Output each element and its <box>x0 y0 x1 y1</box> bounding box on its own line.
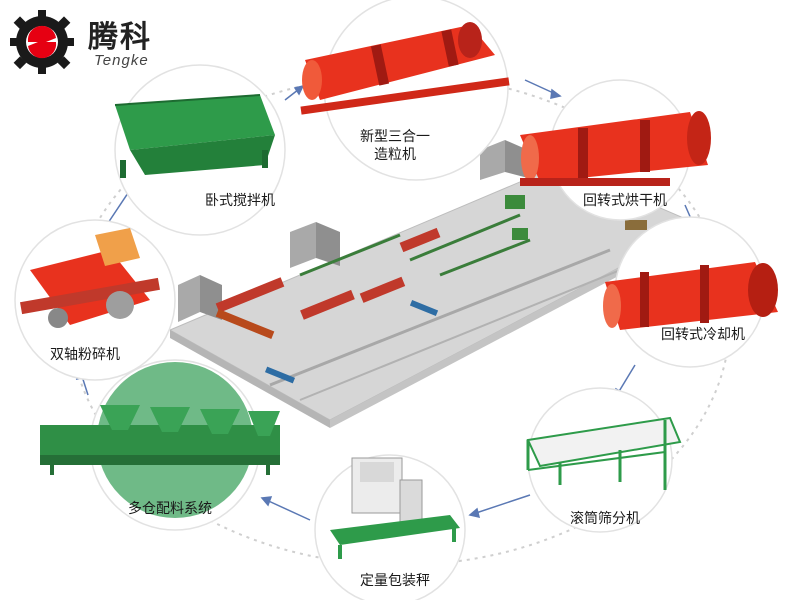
dryer-label: 回转式烘干机 <box>583 193 667 209</box>
cooler-machine <box>603 262 778 330</box>
crusher-label: 双轴粉碎机 <box>50 347 120 363</box>
batching-label: 多仓配料系统 <box>128 501 212 517</box>
packing-machine <box>330 457 460 559</box>
brand-name-cn: 腾科 <box>88 20 152 55</box>
arrow-mixer-to-granulator <box>284 84 305 101</box>
logo-gear-icon <box>10 10 74 74</box>
arrow-screener-to-packing <box>468 494 531 518</box>
plant-layout <box>168 140 702 428</box>
mixer-label: 卧式搅拌机 <box>205 193 275 209</box>
granulator-machine <box>300 22 510 115</box>
granulator-label: 新型三合一 造粒机 <box>340 128 450 164</box>
batching-machine <box>40 405 280 475</box>
arrow-packing-to-batching <box>260 496 311 521</box>
mixer-machine <box>114 94 275 178</box>
crusher-machine <box>20 228 160 328</box>
granulator-label-line2: 造粒机 <box>374 147 416 163</box>
arrow-granulator-to-dryer <box>524 79 562 99</box>
plant-building-2 <box>290 222 340 268</box>
packing-label: 定量包装秤 <box>360 573 430 589</box>
plant-building-1 <box>178 275 222 322</box>
screener-machine <box>526 416 682 490</box>
cooler-label: 回转式冷却机 <box>661 327 745 343</box>
brand-name-en: Tengke <box>94 52 149 69</box>
dryer-machine <box>520 111 711 186</box>
plant-machines <box>215 195 647 384</box>
granulator-label-line1: 新型三合一 <box>360 129 430 145</box>
screener-label: 滚筒筛分机 <box>570 511 640 527</box>
brand-logo: 腾科 Tengke <box>6 8 196 76</box>
